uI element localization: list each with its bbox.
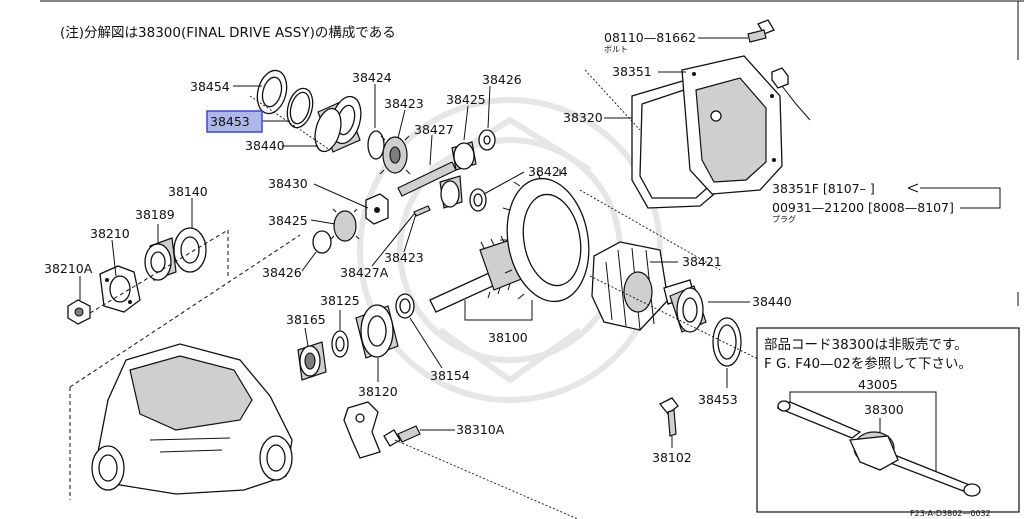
label-38320[interactable]: 38320	[563, 110, 603, 125]
label-38120[interactable]: 38120	[358, 384, 398, 399]
companion-flange-38210[interactable]	[99, 265, 141, 313]
seal-38454[interactable]	[253, 67, 291, 117]
header-note: (注)分解図は38300(FINAL DRIVE ASSY)の構成である	[60, 25, 396, 41]
label-38426-top[interactable]: 38426	[482, 72, 522, 87]
label-38440-top[interactable]: 38440	[245, 138, 285, 153]
info-code-38300[interactable]: 38300	[864, 402, 904, 417]
info-line-1: 部品コード38300は非販売です。	[764, 337, 968, 353]
label-38421[interactable]: 38421	[682, 254, 722, 269]
diff-case-38421[interactable]	[591, 241, 695, 331]
guide-line-e	[394, 439, 579, 519]
label-08110[interactable]: 08110—81662	[604, 30, 696, 45]
thrust-washer-38424[interactable]	[367, 130, 385, 160]
guide-line-g	[249, 95, 331, 151]
side-gear-38423[interactable]	[379, 135, 411, 175]
label-38453-right[interactable]: 38453	[698, 392, 738, 407]
label-00931[interactable]: 00931—21200 [8008—8107]	[772, 200, 954, 215]
rear-cover-38351[interactable]	[681, 55, 783, 195]
bearing-38440-right[interactable]	[669, 285, 707, 333]
flange-axis-line	[89, 229, 229, 314]
shim-38453[interactable]	[283, 86, 317, 131]
info-code-43005[interactable]: 43005	[858, 377, 898, 392]
pinion-gear-38425-left[interactable]	[330, 208, 360, 242]
label-38427[interactable]: 38427	[414, 122, 454, 137]
label-38426-left[interactable]: 38426	[262, 265, 302, 280]
label-38430[interactable]: 38430	[268, 176, 308, 191]
pinion-gear-38425-top[interactable]	[451, 141, 477, 171]
label-38454[interactable]: 38454	[190, 79, 230, 94]
label-38100[interactable]: 38100	[488, 330, 528, 345]
bearing-38120[interactable]	[355, 304, 399, 359]
dust-seal-38140[interactable]	[173, 227, 207, 273]
label-38427A[interactable]: 38427A	[340, 265, 389, 280]
spacer-38165[interactable]	[297, 341, 327, 381]
carrier-housing[interactable]	[91, 343, 293, 495]
guide-line-d	[584, 69, 641, 131]
label-38102[interactable]: 38102	[652, 450, 692, 465]
label-38425-top[interactable]: 38425	[446, 92, 486, 107]
shim-38154[interactable]	[395, 293, 415, 319]
bolt-08110[interactable]	[747, 19, 775, 43]
label-38154[interactable]: 38154	[430, 368, 470, 383]
washer-38424-mid[interactable]	[469, 188, 487, 212]
mount-bracket[interactable]	[343, 401, 381, 459]
label-00931-sub: プラグ	[772, 214, 796, 224]
label-38423-bot[interactable]: 38423	[384, 250, 424, 265]
label-38423-top[interactable]: 38423	[384, 96, 424, 111]
washer-38426-left[interactable]	[312, 230, 332, 254]
label-38425-left[interactable]: 38425	[268, 213, 308, 228]
plug-38351F[interactable]	[771, 67, 789, 89]
label-38440-right[interactable]: 38440	[752, 294, 792, 309]
label-38310A[interactable]: 38310A	[456, 422, 505, 437]
washer-38125[interactable]	[331, 330, 349, 358]
label-08110-sub: ボルト	[604, 45, 628, 54]
guide-line-a	[69, 234, 301, 388]
thrust-block-38430[interactable]	[365, 193, 389, 225]
pinion-gear-38425-mid[interactable]	[439, 175, 463, 209]
axle-assembly-thumbnail[interactable]	[776, 400, 981, 497]
bolt-38310A[interactable]	[383, 425, 421, 447]
label-38210[interactable]: 38210	[90, 226, 130, 241]
label-38424-mid[interactable]: 38424	[528, 164, 568, 179]
shim-38453-right[interactable]	[712, 317, 742, 367]
ring-gear[interactable]	[498, 169, 598, 308]
label-38351[interactable]: 38351	[612, 64, 652, 79]
figure-code: F23‐A‐D3802—0032	[910, 509, 991, 518]
oil-seal-38189[interactable]	[144, 237, 177, 281]
info-line-2: F G. F40—02を参照して下さい。	[764, 355, 972, 372]
guide-line-f	[579, 189, 721, 271]
nut-38210A[interactable]	[67, 299, 91, 325]
label-38125[interactable]: 38125	[320, 293, 360, 308]
label-38453-top[interactable]: 38453	[210, 114, 250, 129]
info-box: 部品コード38300は非販売です。 F G. F40—02を参照して下さい。 4…	[756, 327, 1020, 518]
leader-lines	[79, 37, 1001, 448]
bearing-38440-top[interactable]	[311, 93, 366, 154]
label-38189[interactable]: 38189	[135, 207, 175, 222]
pin-38427A[interactable]	[413, 205, 431, 217]
washer-38426-top[interactable]	[478, 129, 496, 151]
label-38424-top[interactable]: 38424	[352, 70, 392, 85]
label-38351F[interactable]: 38351F [8107– ]	[772, 181, 875, 196]
bolt-38102[interactable]	[658, 397, 679, 437]
label-38210A[interactable]: 38210A	[44, 261, 93, 276]
highlight-38453[interactable]	[206, 110, 263, 133]
label-38165[interactable]: 38165	[286, 312, 326, 327]
label-38140[interactable]: 38140	[168, 184, 208, 199]
